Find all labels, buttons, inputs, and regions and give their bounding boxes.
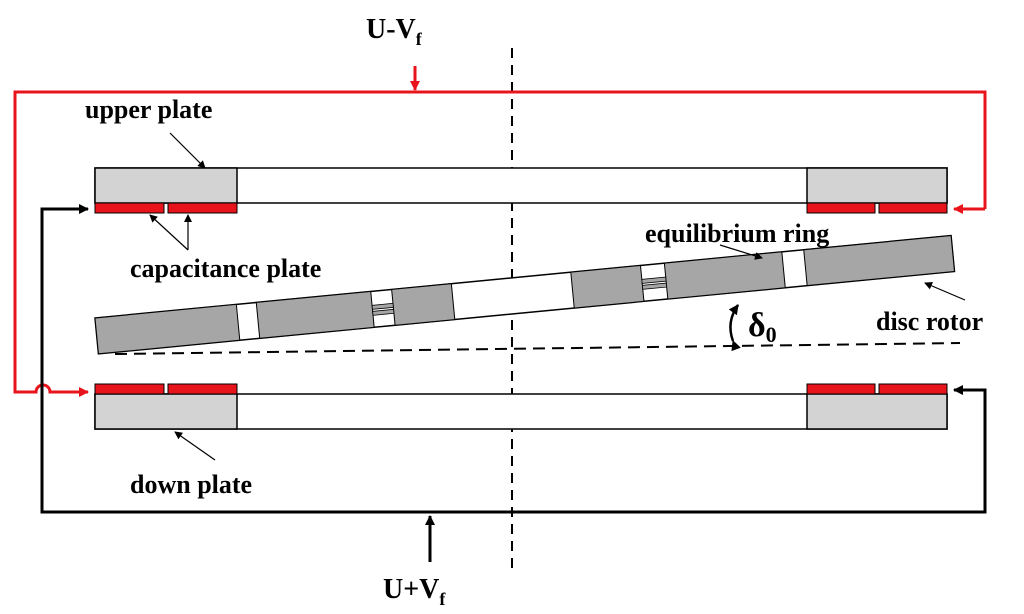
equilibrium-ring-label: equilibrium ring — [645, 219, 829, 248]
capacitance-plate-upper-right-2 — [878, 202, 948, 214]
red-wire — [13, 90, 987, 397]
bottom-voltage-label: U+Vf — [383, 574, 446, 609]
capacitance-plate-label: capacitance plate — [130, 254, 321, 283]
capacitance-plate-upper-right-1 — [806, 202, 876, 214]
rotor-segment-1 — [94, 303, 241, 355]
disc-rotor-leader — [924, 282, 966, 301]
upper-voltage-circuit — [13, 66, 987, 397]
upper-plate-leader — [169, 132, 206, 169]
rotor-segment-5 — [663, 251, 786, 300]
capacitance-plate-upper-left-2 — [167, 202, 238, 214]
capacitance-leader-1 — [149, 214, 189, 251]
capacitance-plate-down-left-2 — [167, 383, 238, 395]
rotor-segment-3 — [391, 283, 456, 326]
equilibrium-ring-link-right — [641, 276, 668, 290]
down-plate-left-block — [94, 393, 238, 430]
down-plate-right-block — [806, 393, 948, 430]
equilibrium-ring-link-left — [371, 302, 395, 316]
rotor-segment-6 — [803, 235, 956, 287]
lower-voltage-circuit — [40, 204, 987, 562]
disc-rotor-label: disc rotor — [876, 307, 983, 336]
upper-plate-left-block — [94, 167, 238, 204]
upper-plate-assembly — [94, 167, 948, 214]
down-plate-label: down plate — [130, 470, 252, 499]
tilt-reference-line — [114, 342, 961, 355]
capacitance-plate-down-left-1 — [94, 383, 165, 395]
top-voltage-label: U-Vf — [366, 14, 423, 49]
rotor-segment-4 — [570, 264, 645, 309]
capacitance-plate-down-right-2 — [878, 383, 948, 395]
disc-rotor — [94, 234, 956, 355]
upper-plate-right-block — [806, 167, 948, 204]
down-plate-assembly — [94, 383, 948, 430]
down-plate-leader — [174, 431, 216, 461]
capacitance-plate-upper-left-1 — [94, 202, 165, 214]
equilibrium-ring-leader — [719, 244, 763, 260]
capacitance-plate-down-right-1 — [806, 383, 876, 395]
rotor-segment-2 — [255, 290, 375, 339]
black-wire — [40, 204, 89, 392]
tilt-angle-arc — [728, 304, 741, 352]
upper-plate-label: upper plate — [85, 95, 212, 124]
black-wire-bottom — [40, 385, 987, 514]
tilt-angle-label: δ0 — [748, 307, 777, 347]
